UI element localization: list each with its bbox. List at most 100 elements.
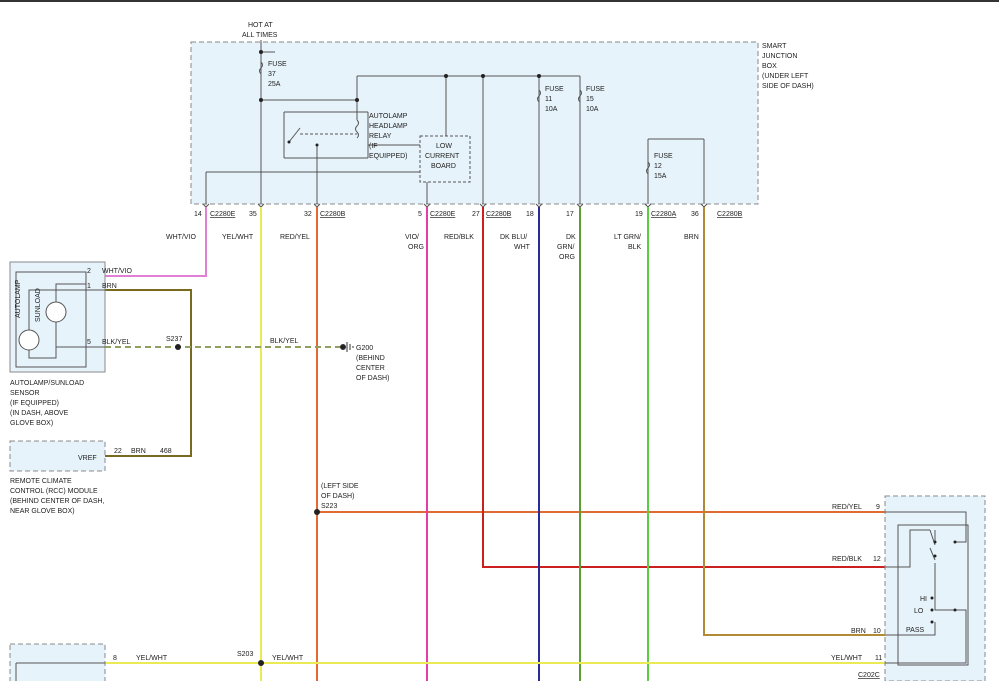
svg-text:YEL/WHT: YEL/WHT	[136, 655, 168, 662]
sensor-inner-body	[15, 271, 87, 368]
svg-text:11: 11	[875, 655, 882, 662]
svg-text:RED/YEL: RED/YEL	[280, 234, 310, 241]
svg-text:CURRENT: CURRENT	[425, 153, 460, 160]
svg-text:WHT/VIO: WHT/VIO	[102, 268, 132, 275]
svg-text:15A: 15A	[654, 173, 667, 180]
svg-text:14: 14	[194, 211, 202, 218]
svg-text:SENSOR: SENSOR	[10, 390, 40, 397]
svg-text:OF DASH): OF DASH)	[321, 493, 354, 500]
splice-s237-label: S237	[166, 336, 182, 343]
svg-text:(UNDER LEFT: (UNDER LEFT	[762, 73, 809, 80]
svg-text:(BEHIND: (BEHIND	[356, 355, 385, 362]
switch-inner-body	[897, 524, 969, 666]
svg-text:10: 10	[873, 628, 881, 635]
svg-text:RED/BLK: RED/BLK	[444, 234, 474, 241]
svg-text:10A: 10A	[545, 106, 558, 113]
svg-text:ORG: ORG	[408, 244, 424, 251]
svg-text:WHT: WHT	[514, 244, 531, 251]
svg-text:YEL/WHT: YEL/WHT	[222, 234, 254, 241]
low-current-board	[419, 135, 471, 183]
svg-text:25A: 25A	[268, 81, 281, 88]
svg-text:17: 17	[566, 211, 574, 218]
svg-text:CENTER: CENTER	[356, 365, 385, 372]
rcc-caption: REMOTE CLIMATE CONTROL (RCC) MODULE (BEH…	[10, 478, 105, 515]
svg-text:HI: HI	[920, 596, 927, 603]
svg-text:(IF EQUIPPED): (IF EQUIPPED)	[10, 400, 59, 407]
switch-contacts	[930, 540, 957, 624]
switch-position-labels: HI LO PASS	[906, 596, 927, 634]
svg-text:FUSE: FUSE	[268, 61, 287, 68]
fuse11-label: FUSE 11 10A	[545, 86, 564, 113]
wire-brn-36	[703, 207, 885, 636]
svg-text:NEAR GLOVE BOX): NEAR GLOVE BOX)	[10, 508, 75, 515]
svg-text:HEADLAMP: HEADLAMP	[369, 123, 408, 130]
svg-text:27: 27	[472, 211, 480, 218]
svg-text:DK BLU/: DK BLU/	[500, 234, 527, 241]
svg-text:C2280B: C2280B	[320, 211, 346, 218]
svg-text:JUNCTION: JUNCTION	[762, 53, 797, 60]
svg-text:BRN: BRN	[684, 234, 699, 241]
svg-text:FUSE: FUSE	[586, 86, 605, 93]
svg-text:OF DASH): OF DASH)	[356, 375, 389, 382]
svg-text:DK: DK	[566, 234, 576, 241]
svg-text:FUSE: FUSE	[545, 86, 564, 93]
svg-text:(IF: (IF	[369, 143, 378, 150]
svg-text:LO: LO	[914, 608, 924, 615]
hot-at-all-times-label: HOT AT ALL TIMES	[242, 22, 278, 39]
switch-pin-labels: RED/YEL 9 RED/BLK 12 BRN 10 YEL/WHT 11 C…	[831, 504, 882, 679]
rcc-pin-labels: 22 BRN 468	[114, 448, 172, 455]
bottom-left-labels: 8 YEL/WHT S203 YEL/WHT	[113, 651, 304, 662]
svg-text:12: 12	[654, 163, 662, 170]
svg-text:C2280A: C2280A	[651, 211, 677, 218]
svg-text:AUTOLAMP/SUNLOAD: AUTOLAMP/SUNLOAD	[10, 380, 84, 387]
svg-text:BRN: BRN	[851, 628, 866, 635]
svg-text:C2280E: C2280E	[430, 211, 456, 218]
svg-text:C2280B: C2280B	[717, 211, 743, 218]
svg-text:SMART: SMART	[762, 43, 787, 50]
svg-text:S223: S223	[321, 503, 337, 510]
rcc-module	[9, 440, 106, 472]
svg-text:EQUIPPED): EQUIPPED)	[369, 153, 408, 160]
svg-text:BOARD: BOARD	[431, 163, 456, 170]
svg-text:HOT AT: HOT AT	[248, 22, 273, 29]
svg-text:18: 18	[526, 211, 534, 218]
svg-text:36: 36	[691, 211, 699, 218]
svg-text:5: 5	[418, 211, 422, 218]
svg-text:LOW: LOW	[436, 143, 452, 150]
svg-text:19: 19	[635, 211, 643, 218]
svg-text:22: 22	[114, 448, 122, 455]
wire-color-labels: WHT/VIO YEL/WHT RED/YEL VIO/ ORG RED/BLK…	[166, 234, 699, 261]
sjb-dots	[259, 50, 541, 147]
svg-text:(BEHIND CENTER OF DASH,: (BEHIND CENTER OF DASH,	[10, 498, 105, 505]
svg-text:RED/BLK: RED/BLK	[832, 556, 862, 563]
svg-text:LT GRN/: LT GRN/	[614, 234, 641, 241]
svg-text:8: 8	[113, 655, 117, 662]
svg-text:12: 12	[873, 556, 881, 563]
ground-symbol	[340, 342, 354, 352]
sensor-caption: AUTOLAMP/SUNLOAD SENSOR (IF EQUIPPED) (I…	[10, 380, 84, 427]
svg-text:C2280B: C2280B	[486, 211, 512, 218]
svg-text:YEL/WHT: YEL/WHT	[272, 655, 304, 662]
splice-s223-label: (LEFT SIDE OF DASH) S223	[321, 483, 359, 510]
svg-text:WHT/VIO: WHT/VIO	[166, 234, 196, 241]
svg-text:35: 35	[249, 211, 257, 218]
svg-text:BLK/YEL: BLK/YEL	[102, 339, 131, 346]
svg-text:11: 11	[545, 96, 552, 103]
sensor-pins: 2 WHT/VIO 1 BRN 5 BLK/YEL	[87, 268, 132, 346]
sensor-autolamp-text: AUTOLAMP	[15, 279, 22, 318]
svg-text:RED/YEL: RED/YEL	[832, 504, 862, 511]
svg-text:(LEFT SIDE: (LEFT SIDE	[321, 483, 359, 490]
wire-brn-sensor	[105, 289, 192, 457]
splice-dots	[175, 344, 320, 666]
svg-text:32: 32	[304, 211, 312, 218]
ground-label: G200 (BEHIND CENTER OF DASH) BLK/YEL	[270, 338, 389, 382]
svg-text:VIO/: VIO/	[405, 234, 419, 241]
svg-text:468: 468	[160, 448, 172, 455]
svg-text:10A: 10A	[586, 106, 599, 113]
svg-text:BOX: BOX	[762, 63, 777, 70]
svg-text:ALL TIMES: ALL TIMES	[242, 32, 278, 39]
svg-text:AUTOLAMP: AUTOLAMP	[369, 113, 408, 120]
svg-text:YEL/WHT: YEL/WHT	[831, 655, 863, 662]
svg-text:9: 9	[876, 504, 880, 511]
